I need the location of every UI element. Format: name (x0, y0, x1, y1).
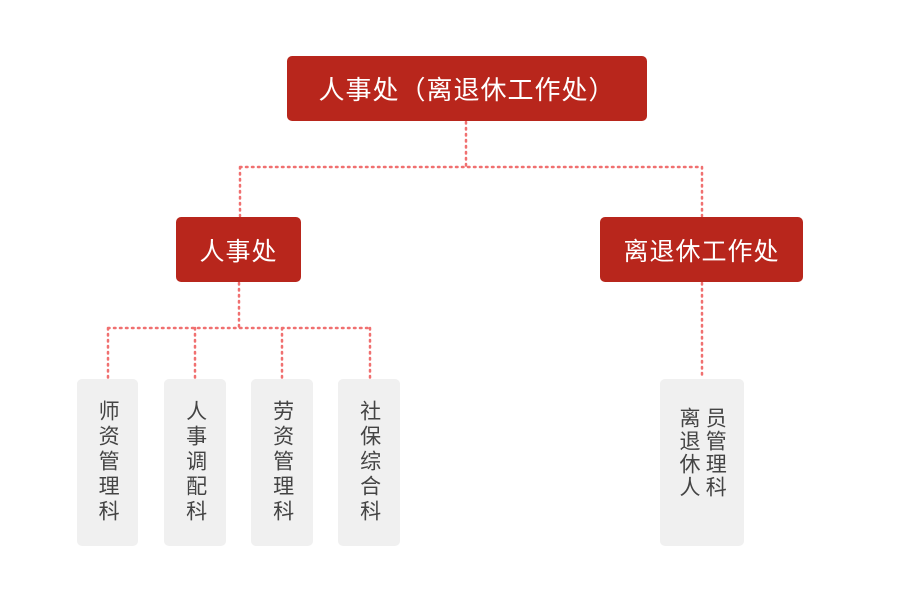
root-node-label: 人事处（离退休工作处） (318, 76, 616, 106)
branch-node-retirement[interactable]: 离退休工作处 (600, 217, 803, 282)
leaf-node[interactable]: 劳资管理科 (251, 379, 313, 546)
leaf-node[interactable]: 人事调配科 (164, 379, 226, 546)
connector-hr (106, 281, 372, 380)
connector-root (238, 120, 704, 218)
leaf-node-label: 社保综合科 (357, 400, 382, 525)
branch-node-hr[interactable]: 人事处 (176, 217, 301, 282)
leaf-node[interactable]: 社保综合科 (338, 379, 400, 546)
leaf-node-label: 劳资管理科 (270, 400, 295, 525)
leaf-node[interactable]: 离退休人员管理科 (660, 379, 744, 546)
leaf-node[interactable]: 师资管理科 (77, 379, 138, 546)
leaf-node-label: 人事调配科 (183, 400, 208, 525)
branch-node-label: 人事处 (199, 236, 278, 266)
leaf-node-label: 师资管理科 (96, 400, 121, 525)
branch-node-label: 离退休工作处 (623, 236, 780, 266)
leaf-node-label: 离退休人员管理科 (677, 406, 728, 499)
root-node[interactable]: 人事处（离退休工作处） (287, 56, 647, 121)
